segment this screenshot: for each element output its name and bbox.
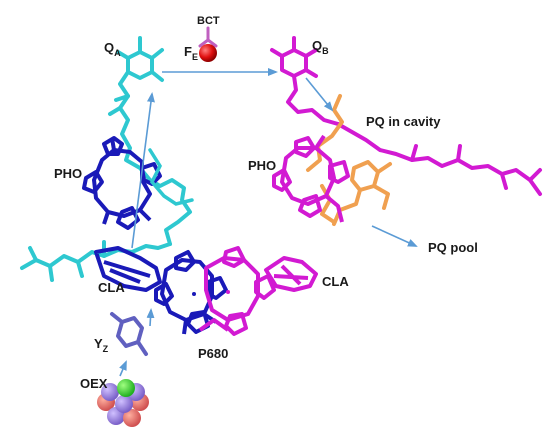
label-pq-pool: PQ pool [428, 240, 478, 255]
label-fe: FE [184, 44, 198, 62]
label-yz: YZ [94, 336, 109, 354]
qb-molecule [270, 36, 542, 196]
pho-left-tail [148, 148, 194, 206]
arrow-p680-to-qa [131, 92, 155, 249]
arrow-oex-to-yz [119, 360, 127, 377]
label-oex: OEX [80, 376, 108, 391]
label-p680: P680 [198, 346, 228, 361]
cla-left-molecule [94, 246, 162, 292]
label-qb: QB [312, 38, 329, 56]
label-pho-right: PHO [248, 158, 276, 173]
label-qa: QA [104, 40, 121, 58]
pho-left-molecule [82, 136, 162, 230]
electron-transfer-arrows [119, 68, 418, 377]
label-cla-left: CLA [98, 280, 125, 295]
label-cla-right: CLA [322, 274, 349, 289]
arrow-cavity-to-pool [371, 225, 418, 247]
arrow-qb-to-cavity [305, 77, 334, 112]
yz-molecule [110, 312, 148, 356]
p680-magenta [198, 246, 276, 336]
p680-center-dot [226, 290, 230, 294]
pho-right-molecule [272, 134, 350, 223]
bct-molecule [198, 26, 218, 48]
label-pho-left: PHO [54, 166, 82, 181]
label-bct: BCT [197, 15, 220, 27]
cla-right-molecule [264, 256, 318, 292]
pq-cavity-molecule [306, 94, 392, 226]
fe-iron-sphere [199, 44, 217, 62]
label-pq-in-cavity: PQ in cavity [366, 114, 441, 129]
arrow-yz-to-p680 [146, 308, 155, 327]
oex-cluster [97, 379, 149, 427]
p680-center-dot [192, 292, 196, 296]
